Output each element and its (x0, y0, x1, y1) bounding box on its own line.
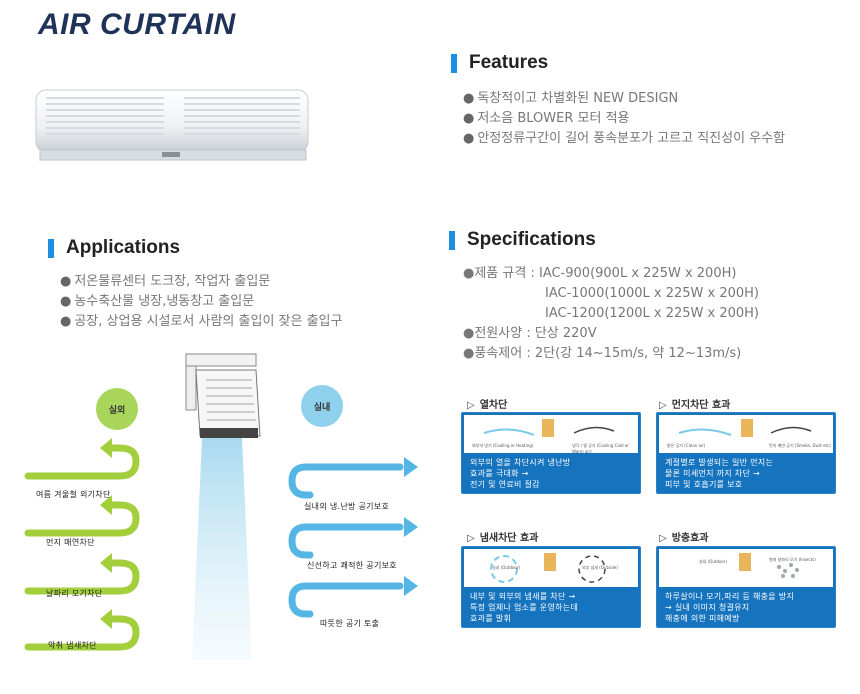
air-curtain-product-image (34, 84, 314, 176)
spec-model-row: IAC-1000(1000L x 225W x 200H) (545, 286, 759, 301)
applications-heading-text: Applications (66, 237, 181, 258)
diagram-label: 악취 냄새차단 (48, 641, 97, 650)
airflow-illustration (24, 353, 418, 660)
spec-model-row: ●제품 규격 : IAC-900(900L x 225W x 200H) (463, 266, 737, 281)
outdoor-badge: 실외 (96, 388, 138, 430)
specifications-heading: Specifications (449, 229, 596, 251)
air-curtain-diagram: 실외 실내 여름 겨울철 외기차단 먼지 매연차단 날파리 모기차단 악취 냄새… (20, 350, 430, 660)
panel-title-odor: ▷냄새차단 효과 (467, 533, 539, 544)
heading-marker (449, 230, 455, 250)
panel-odor-block: 실내 (Outdoor) 외부 냄새 (Outside) 내부 및 외부의 냄새… (461, 546, 641, 628)
features-heading: Features (451, 52, 548, 74)
panel-title-dust: ▷먼지차단 효과 (659, 400, 731, 411)
diagram-label: 여름 겨울철 외기차단 (36, 490, 111, 499)
spec-model-row: IAC-1200(1200L x 225W x 200H) (545, 306, 759, 321)
indoor-badge: 실내 (301, 385, 343, 427)
panel-title-insect: ▷방충효과 (659, 533, 709, 544)
list-item: ●저소음 BLOWER 모터 적용 (463, 111, 630, 126)
diagram-label: 먼지 매연차단 (46, 538, 95, 547)
diagram-label: 실내의 냉.난방 공기보호 (304, 502, 390, 511)
specifications-list: ●제품 규격 : IAC-900(900L x 225W x 200H) IAC… (463, 264, 843, 364)
page-title: AIR CURTAIN (38, 8, 236, 41)
list-item: ●안정정류구간이 길어 풍속분포가 고르고 직진성이 우수함 (463, 131, 786, 146)
features-list: ●독창적이고 차별화된 NEW DESIGN ●저소음 BLOWER 모터 적용… (463, 89, 785, 149)
heading-marker (48, 238, 54, 258)
panel-title-heat: ▷열차단 (467, 400, 508, 411)
diagram-label: 따뜻한 공기 토출 (320, 619, 380, 628)
list-item: ●공장, 상업용 시설로서 사람의 출입이 잦은 출입구 (60, 314, 343, 329)
panel-illustration: 실내 (Outdoor) 벌레 날파리 모기 (Insects) (659, 549, 833, 587)
panel-illustration: 외부의 냉기 (Cooling or Heating) 냉각 / 열 공기 (C… (464, 415, 638, 454)
panel-insect-block: 실내 (Outdoor) 벌레 날파리 모기 (Insects) 하루살이나 모… (656, 546, 836, 628)
list-item: ●저온물류센터 도크장, 작업자 출입문 (60, 274, 271, 289)
applications-heading: Applications (48, 237, 180, 259)
diagram-label: 신선하고 쾌적한 공기보호 (307, 561, 397, 570)
list-item: ●농수축산물 냉장,냉동창고 출입문 (60, 294, 255, 309)
panel-heat-block: 외부의 냉기 (Cooling or Heating) 냉각 / 열 공기 (C… (461, 412, 641, 494)
panel-dust-block: 맑은 공기 (Clean air) 먼지 매연 공기 (Smoke, Dust … (656, 412, 836, 494)
spec-power-row: ●전원사양 : 단상 220V (463, 326, 597, 341)
specifications-heading-text: Specifications (467, 229, 596, 250)
features-heading-text: Features (469, 52, 549, 73)
applications-list: ●저온물류센터 도크장, 작업자 출입문 ●농수축산물 냉장,냉동창고 출입문 … (60, 272, 342, 332)
diagram-label: 날파리 모기차단 (46, 589, 103, 598)
panel-illustration: 맑은 공기 (Clean air) 먼지 매연 공기 (Smoke, Dust … (659, 415, 833, 453)
heading-marker (451, 53, 457, 73)
panel-illustration: 실내 (Outdoor) 외부 냄새 (Outside) (464, 549, 638, 587)
list-item: ●독창적이고 차별화된 NEW DESIGN (463, 91, 679, 106)
spec-airflow-row: ●풍속제어 : 2단(강 14~15m/s, 약 12~13m/s) (463, 346, 742, 361)
